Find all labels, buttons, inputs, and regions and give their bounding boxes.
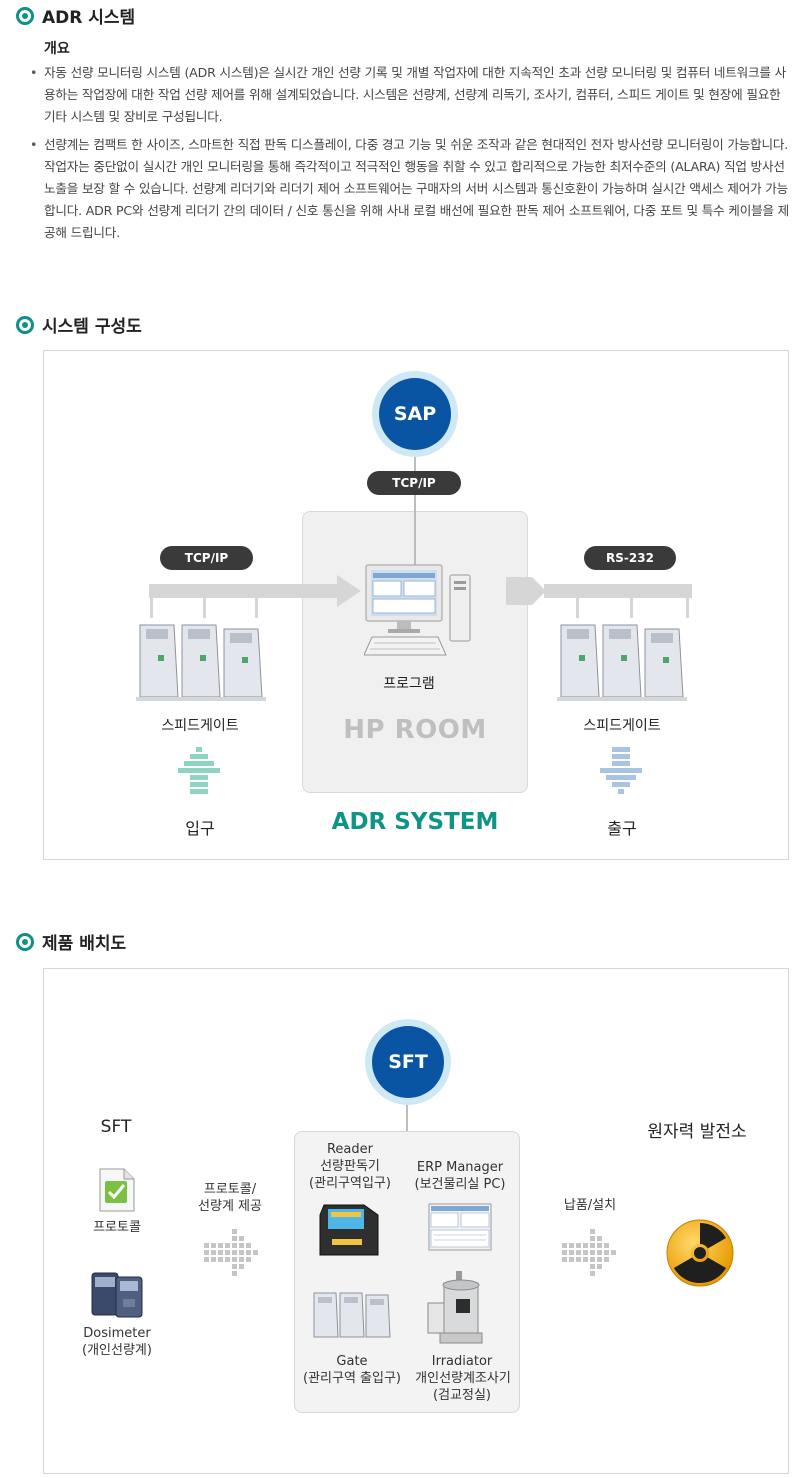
entrance-label: 입구 bbox=[185, 819, 215, 838]
erp-sub-label: (보건물리실 PC) bbox=[414, 1177, 506, 1192]
gate-device-icon bbox=[313, 1292, 391, 1338]
section-title: ADR 시스템 bbox=[42, 8, 136, 28]
supply-label-line2: 선량계 제공 bbox=[198, 1199, 262, 1214]
config-diagram: SAP TCP/IP TCP/IP RS-232 프로그램 HP ROO bbox=[43, 350, 789, 860]
irradiator-ko-label: 개인선량계조사기 bbox=[415, 1371, 511, 1386]
supply-arrow-icon bbox=[204, 1229, 258, 1276]
section-header-layout: 제품 배치도 bbox=[16, 929, 126, 954]
protocol-document-icon bbox=[99, 1168, 135, 1212]
tcpip-top-badge: TCP/IP bbox=[367, 471, 461, 495]
irradiator-sub-label: (검교정실) bbox=[433, 1388, 491, 1403]
erp-screen-icon bbox=[428, 1203, 492, 1251]
dosimeter-label: Dosimeter bbox=[83, 1326, 151, 1341]
hp-room-label: HP ROOM bbox=[343, 715, 487, 745]
dosimeter-ko-label: (개인선량계) bbox=[82, 1343, 152, 1358]
sap-connector-line bbox=[414, 451, 416, 569]
sap-node: SAP bbox=[372, 371, 458, 457]
section-title: 시스템 구성도 bbox=[42, 317, 142, 337]
overview-list: 자동 선량 모니터링 시스템 (ADR 시스템)은 실시간 개인 선량 기록 및… bbox=[30, 62, 790, 250]
supply-label-line1: 프로토콜/ bbox=[203, 1182, 257, 1197]
exit-arrow-icon bbox=[600, 747, 642, 794]
speed-gate-left-label: 스피드게이트 bbox=[161, 718, 239, 734]
layout-diagram: SFT SFT 프로토콜 Dosimeter (개인선량계) 프로토콜/ 선량계… bbox=[43, 968, 789, 1474]
speed-gate-right-label: 스피드게이트 bbox=[583, 718, 661, 734]
sft-title: SFT bbox=[100, 1117, 132, 1137]
overview-paragraph: 자동 선량 모니터링 시스템 (ADR 시스템)은 실시간 개인 선량 기록 및… bbox=[30, 62, 790, 128]
left-flow-arrow bbox=[149, 575, 361, 618]
irradiator-label: Irradiator bbox=[431, 1354, 493, 1369]
radiation-icon bbox=[666, 1219, 734, 1287]
section-bullet-icon bbox=[16, 6, 34, 25]
gate-label: Gate bbox=[336, 1354, 368, 1369]
section-bullet-icon bbox=[16, 932, 34, 951]
reader-device-icon bbox=[319, 1204, 379, 1256]
right-flow-arrow bbox=[506, 577, 692, 618]
speed-gate-right-icon bbox=[557, 624, 687, 701]
dosimeter-icon bbox=[91, 1272, 143, 1318]
reader-label: Reader bbox=[326, 1142, 373, 1157]
reader-sub-label: (관리구역입구) bbox=[309, 1176, 391, 1191]
erp-label: ERP Manager bbox=[416, 1160, 504, 1175]
nuclear-plant-title: 원자력 발전소 bbox=[647, 1122, 747, 1142]
rs232-badge: RS-232 bbox=[584, 546, 676, 570]
delivery-label: 납품/설치 bbox=[563, 1198, 617, 1213]
section-header-adr: ADR 시스템 bbox=[16, 3, 135, 28]
speed-gate-left-icon bbox=[136, 624, 266, 701]
overview-paragraph: 선량계는 컴팩트 한 사이즈, 스마트한 직접 판독 디스플레이, 다중 경고 … bbox=[30, 134, 790, 244]
tcpip-left-badge: TCP/IP bbox=[160, 546, 253, 570]
sft-node-label: SFT bbox=[372, 1026, 444, 1098]
sft-node: SFT bbox=[365, 1019, 451, 1105]
entrance-arrow-icon bbox=[178, 747, 220, 794]
program-label: 프로그램 bbox=[383, 676, 435, 692]
adr-system-label: ADR SYSTEM bbox=[331, 809, 499, 835]
section-bullet-icon bbox=[16, 315, 34, 334]
delivery-arrow-icon bbox=[562, 1229, 616, 1276]
site-equipment-box bbox=[294, 1131, 520, 1413]
sap-label: SAP bbox=[379, 378, 451, 450]
gate-sub-label: (관리구역 출입구) bbox=[303, 1371, 401, 1386]
computer-icon bbox=[364, 564, 471, 656]
exit-label: 출구 bbox=[607, 819, 637, 838]
section-header-config: 시스템 구성도 bbox=[16, 312, 142, 337]
section-title: 제품 배치도 bbox=[42, 934, 127, 954]
overview-title: 개요 bbox=[44, 41, 70, 57]
reader-ko-label: 선량판독기 bbox=[320, 1159, 380, 1174]
irradiator-device-icon bbox=[427, 1271, 483, 1344]
protocol-label: 프로토콜 bbox=[93, 1220, 141, 1235]
